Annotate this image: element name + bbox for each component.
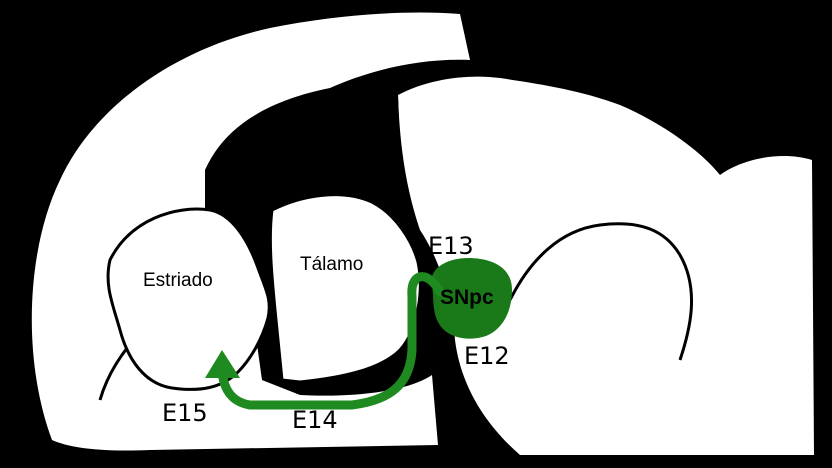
label-striatum: Estriado xyxy=(143,270,213,291)
label-e12: E12 xyxy=(464,342,510,370)
label-e13: E13 xyxy=(428,232,474,260)
label-e14: E14 xyxy=(292,406,338,434)
thalamus-outline xyxy=(270,195,420,382)
label-e15: E15 xyxy=(162,399,208,427)
label-snpc: SNpc xyxy=(440,286,494,309)
label-thalamus: Tálamo xyxy=(300,254,363,275)
